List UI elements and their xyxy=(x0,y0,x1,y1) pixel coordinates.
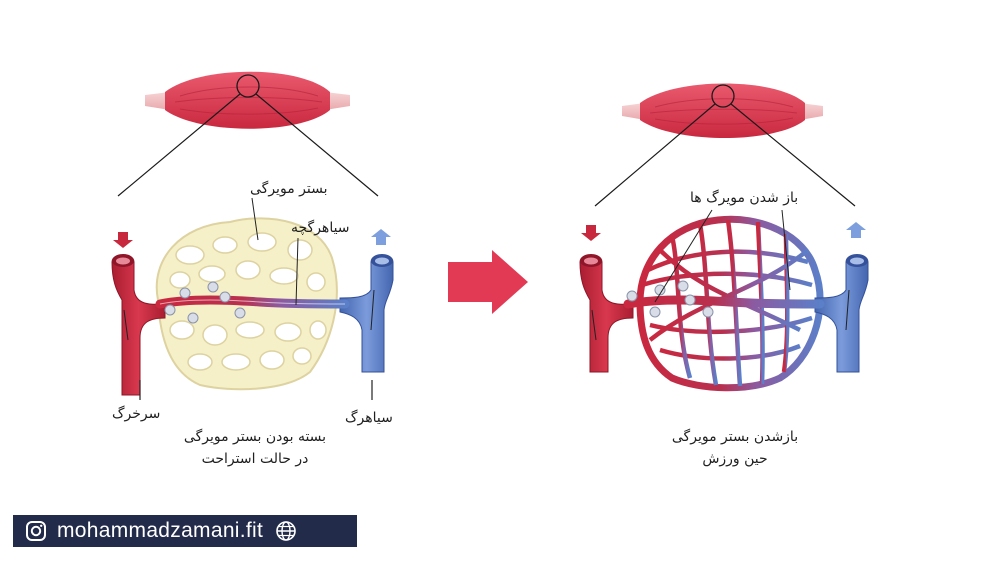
sphincters-left xyxy=(164,281,246,324)
arrow-down-icon xyxy=(113,232,133,248)
zoom-circle-left xyxy=(236,74,260,98)
leader-open-capillaries-b xyxy=(781,209,791,291)
caption-left: بسته بودن بستر مویرگی در حالت استراحت xyxy=(150,426,360,470)
leader-venule xyxy=(295,237,299,306)
label-artery: سرخرگ xyxy=(112,406,161,422)
zoom-line-right-a xyxy=(594,103,716,207)
vein-right xyxy=(814,254,869,373)
leader-capillary-bed xyxy=(251,197,259,241)
arrow-up-icon-right xyxy=(846,222,866,238)
instagram-icon xyxy=(25,520,47,542)
transition-arrow-icon xyxy=(448,250,528,314)
artery-left xyxy=(111,254,166,396)
caption-left-line2: در حالت استراحت xyxy=(201,451,309,467)
label-vein: سیاهرگ xyxy=(345,410,393,426)
label-capillary-bed: بستر مویرگی xyxy=(250,181,328,197)
watermark-bar: mohammadzamani.fit xyxy=(13,515,357,547)
label-venule: سیاهرگچه xyxy=(291,220,350,236)
artery-right xyxy=(579,254,634,373)
leader-open-capillaries-a xyxy=(654,209,713,303)
zoom-line-left-b xyxy=(255,93,379,197)
arrow-down-icon-right xyxy=(581,225,601,241)
right-panel xyxy=(579,83,869,392)
zoom-circle-right xyxy=(711,84,735,108)
muscle-left xyxy=(145,71,350,129)
left-panel xyxy=(111,71,394,400)
thoroughfare-channel-right xyxy=(623,295,825,309)
zoom-line-left-a xyxy=(117,93,241,197)
muscle-right xyxy=(622,83,823,138)
sphincters-right xyxy=(626,280,714,318)
caption-left-line1: بسته بودن بستر مویرگی xyxy=(183,429,327,445)
caption-right-line1: بازشدن بستر مویرگی xyxy=(671,429,799,445)
vein-left xyxy=(339,254,394,373)
arrow-up-icon xyxy=(371,229,391,245)
watermark-text: mohammadzamani.fit xyxy=(57,519,264,542)
globe-icon xyxy=(275,520,297,542)
label-open-capillaries: باز شدن مویرگ ها xyxy=(690,190,799,206)
zoom-line-right-b xyxy=(730,103,856,207)
caption-right-line2: حین ورزش xyxy=(702,451,768,467)
caption-right: بازشدن بستر مویرگی حین ورزش xyxy=(630,426,840,470)
